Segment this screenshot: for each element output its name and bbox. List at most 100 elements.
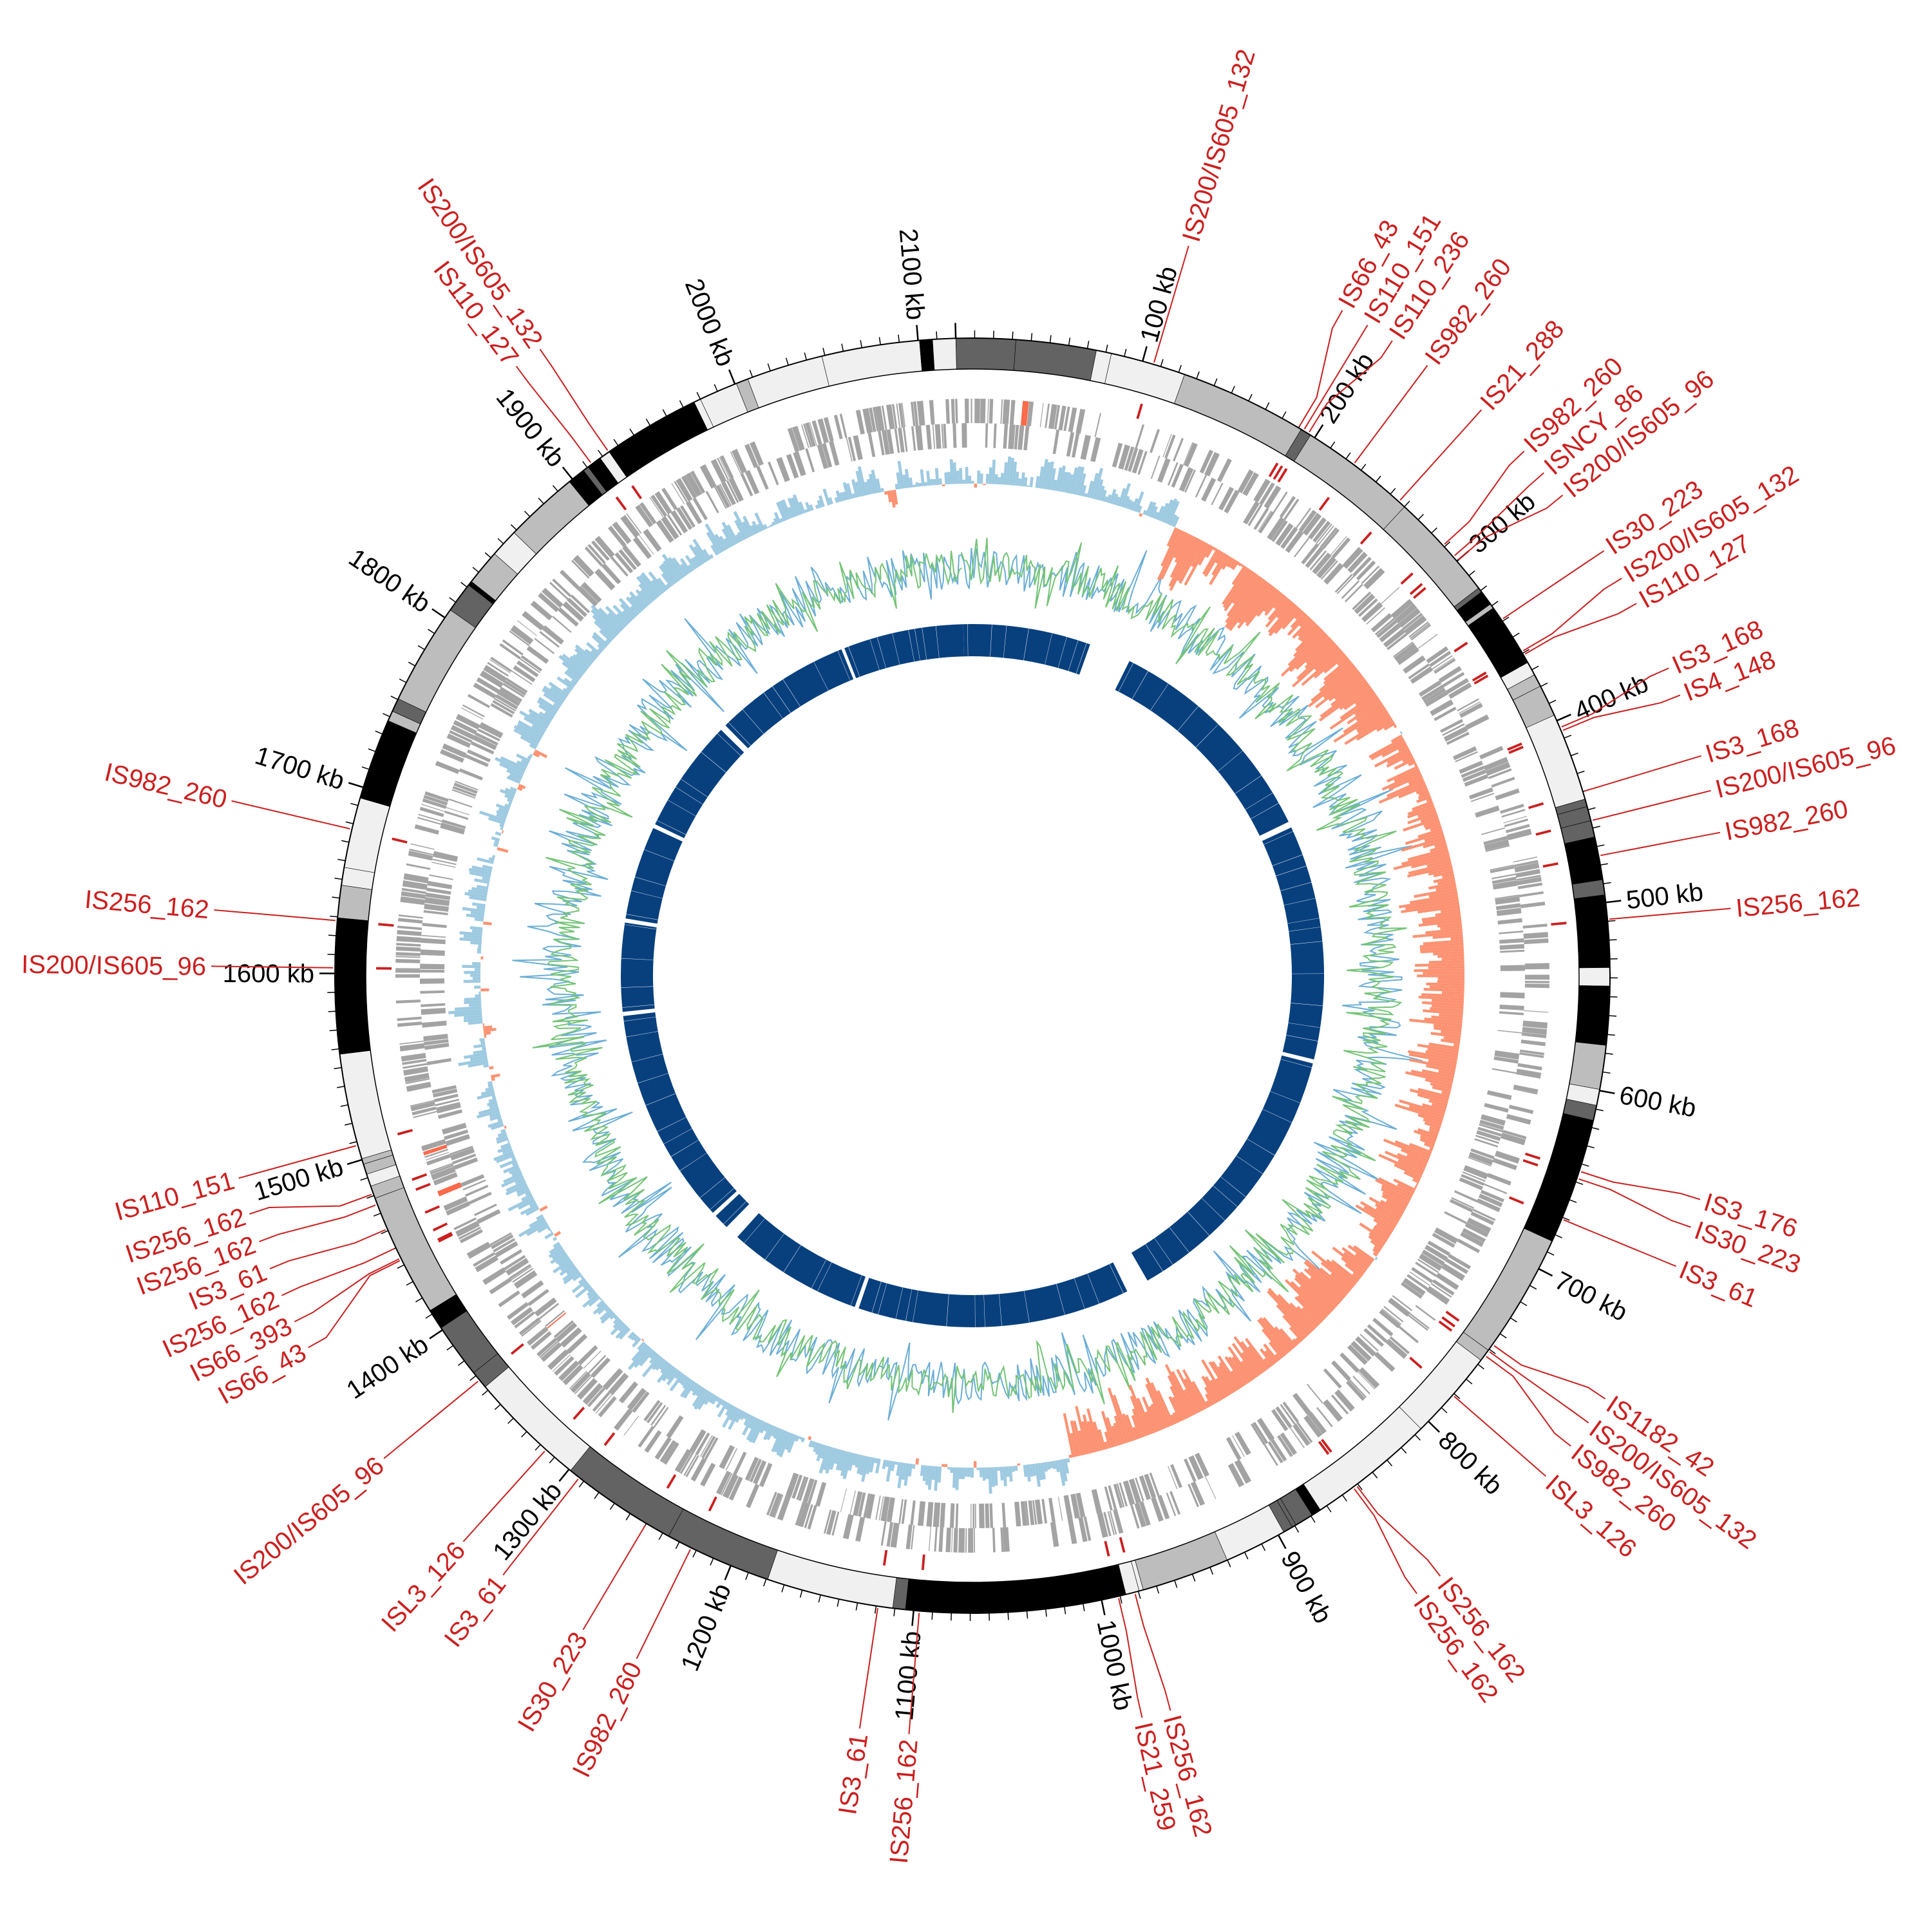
skew-negative-bar: [1259, 1317, 1291, 1354]
gene-forward: [400, 896, 426, 905]
skew-negative-bar: [1403, 1171, 1421, 1181]
minor-tick: [406, 1281, 413, 1286]
skew-negative-bar: [1354, 697, 1380, 716]
gene-forward: [1027, 401, 1034, 426]
gene-reverse: [853, 435, 863, 460]
skew-positive-bar: [468, 889, 488, 896]
gene-forward: [1107, 1511, 1115, 1535]
inner-block-divider: [624, 924, 657, 930]
skew-positive-bar: [612, 1319, 623, 1329]
gene-reverse: [886, 429, 895, 454]
skew-negative-bar: [1290, 1281, 1329, 1318]
gene-forward: [1448, 682, 1472, 699]
skew-negative-bar: [1263, 1343, 1279, 1363]
skew-positive-bar: [979, 1467, 983, 1477]
gene-reverse: [497, 690, 521, 706]
skew-negative-bar: [1381, 771, 1421, 791]
skew-positive-bar: [706, 531, 721, 554]
gene-forward: [685, 472, 703, 497]
skew-negative-bar: [1218, 1362, 1239, 1391]
skew-positive-bar: [799, 1436, 802, 1440]
minor-tick: [1562, 1217, 1570, 1221]
gene-reverse: [925, 424, 932, 450]
inner-block-divider: [644, 849, 675, 862]
minor-tick: [1529, 1285, 1537, 1290]
skew-negative-bar: [1430, 844, 1448, 853]
skew-positive-bar: [631, 1343, 648, 1361]
skew-positive-bar: [792, 494, 803, 515]
minor-tick: [1360, 464, 1367, 471]
skew-negative-bar: [1394, 1140, 1431, 1157]
skew-positive-bar: [549, 686, 567, 699]
gene-reverse: [858, 1492, 866, 1517]
skew-negative-bar: [1179, 540, 1204, 584]
skew-negative-bar: [1387, 750, 1411, 764]
gene-reverse: [1118, 444, 1130, 470]
inner-block-divider: [1145, 1244, 1163, 1272]
minor-tick: [763, 1578, 767, 1587]
gene-forward: [905, 1524, 913, 1549]
skew-positive-bar: [695, 1386, 704, 1397]
gene-reverse: [448, 798, 473, 808]
gene-reverse: [643, 1399, 661, 1422]
minor-tick: [837, 1598, 840, 1607]
gene-forward: [1164, 434, 1176, 459]
skew-negative-bar: [1205, 1393, 1214, 1406]
skew-positive-bar: [1028, 1464, 1034, 1477]
minor-tick: [1156, 1586, 1160, 1594]
minor-tick: [745, 1572, 749, 1580]
inner-block-divider: [723, 1201, 747, 1224]
gene-forward: [560, 569, 580, 590]
minor-tick: [1105, 345, 1108, 353]
skew-negative-bar: [1240, 1360, 1256, 1380]
gene-reverse: [1421, 1249, 1445, 1266]
gene-forward: [869, 407, 876, 432]
skew-negative-bar: [1433, 870, 1454, 878]
skew-negative-bar: [944, 1464, 948, 1467]
skew-negative-bar: [1353, 1245, 1375, 1262]
gene-reverse: [453, 782, 478, 794]
skew-negative-bar: [1145, 1378, 1170, 1428]
is-marker: [615, 496, 627, 511]
gene-forward: [807, 1505, 817, 1530]
minor-tick: [425, 1313, 433, 1319]
gene-forward: [612, 522, 632, 544]
gene-forward: [410, 1100, 435, 1107]
skew-positive-bar: [476, 885, 489, 890]
is-element-label: IS200/IS605_132: [1177, 46, 1261, 245]
skew-positive-bar: [470, 941, 482, 945]
gene-reverse: [1468, 1151, 1493, 1166]
gene-reverse: [425, 893, 451, 900]
skew-negative-bar: [1201, 1359, 1226, 1399]
skew-positive-bar: [1003, 462, 1008, 485]
gene-reverse: [1461, 766, 1485, 778]
gene-forward: [639, 502, 657, 525]
is-marker: [573, 1406, 585, 1420]
gene-forward: [1204, 451, 1220, 477]
gc-content-track: [512, 537, 1423, 1421]
skew-positive-bar: [560, 1261, 574, 1272]
is-element-label: IS982_260: [567, 1658, 648, 1782]
skew-positive-bar: [976, 1467, 980, 1470]
skew-positive-bar: [572, 1273, 582, 1282]
inner-block-divider: [1283, 898, 1316, 905]
skew-negative-bar: [1170, 535, 1194, 578]
gene-reverse: [910, 1500, 916, 1525]
gene-reverse: [474, 1204, 497, 1217]
gene-reverse: [429, 874, 453, 880]
gene-forward: [896, 403, 901, 428]
skew-positive-bar: [562, 661, 583, 678]
skew-negative-bar: [1287, 630, 1325, 667]
minor-tick: [549, 1457, 555, 1464]
band-segment: [905, 1578, 995, 1614]
skew-positive-bar: [949, 459, 954, 484]
skew-positive-bar: [588, 1295, 601, 1307]
skew-positive-bar: [1132, 498, 1139, 511]
skew-positive-bar: [582, 1293, 599, 1308]
minor-tick: [692, 1549, 697, 1558]
gene-forward: [446, 733, 471, 748]
gene-reverse: [1243, 501, 1260, 525]
skew-positive-bar: [861, 1456, 869, 1482]
gene-forward: [1506, 828, 1532, 840]
skew-positive-bar: [857, 466, 867, 496]
